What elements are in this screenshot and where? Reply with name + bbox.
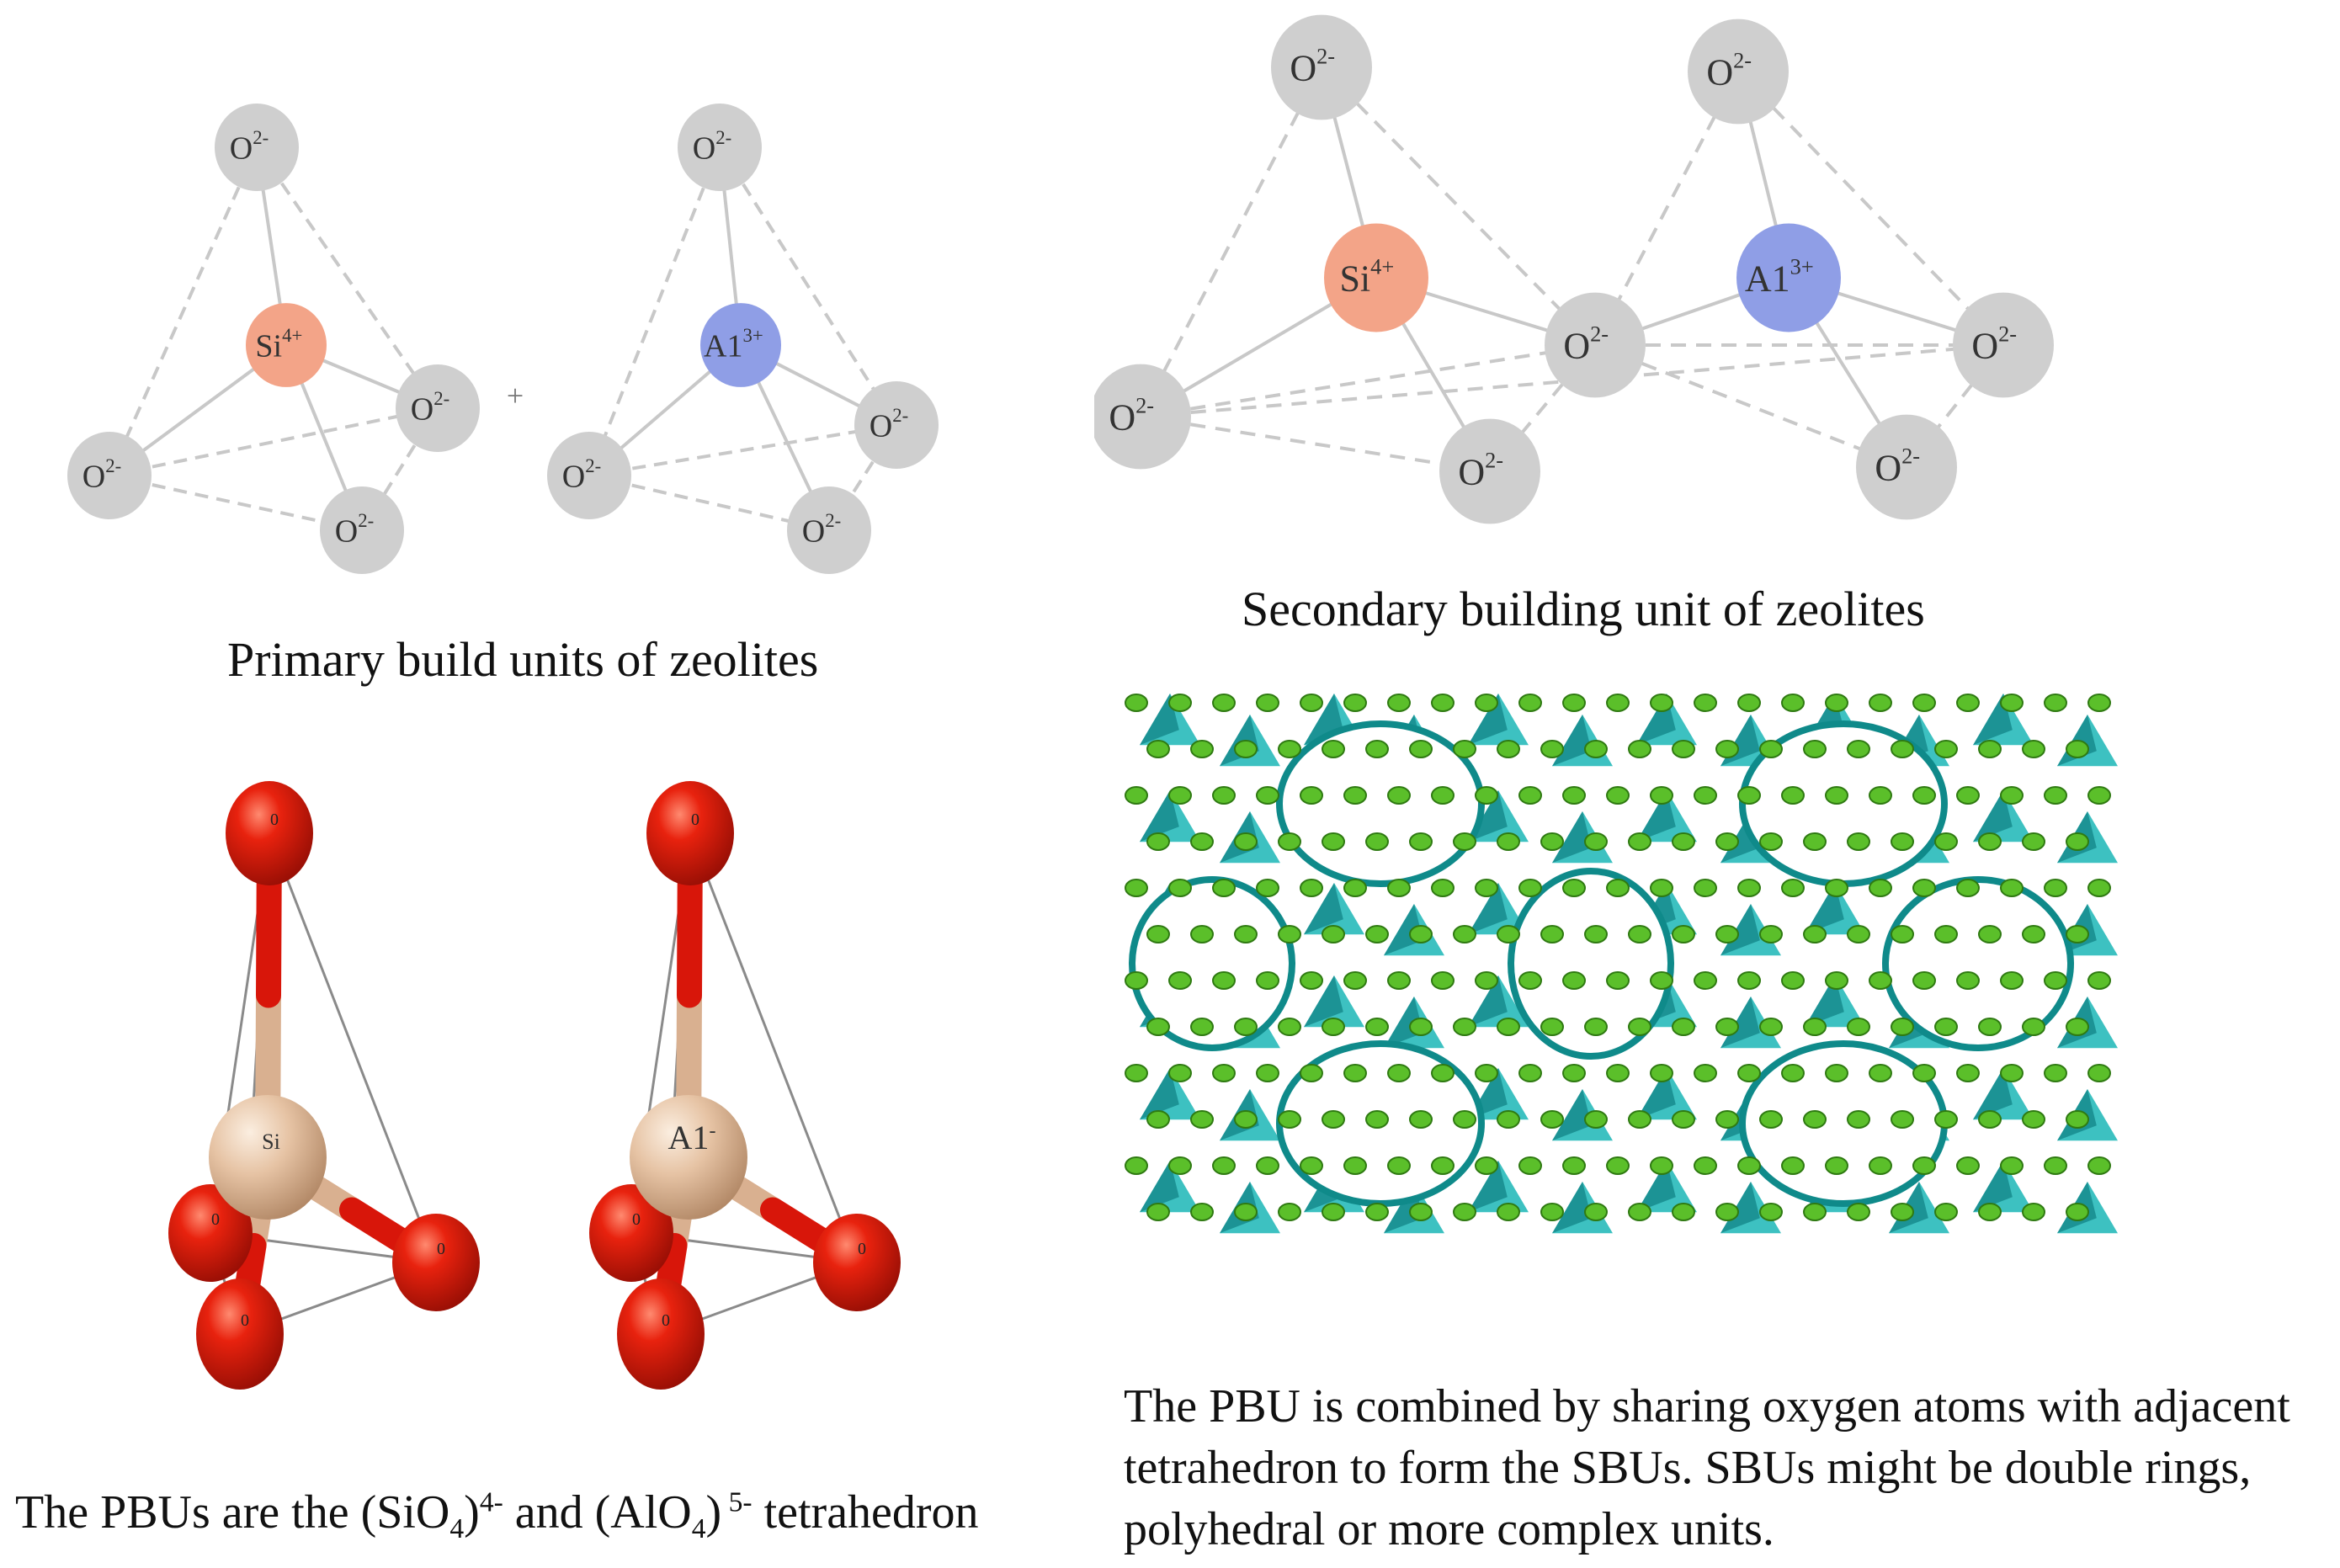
caption-secondary: Secondary building unit of zeolites: [1242, 582, 1925, 636]
oxygen-ball: 0: [646, 781, 734, 885]
oxygen-ball: 0: [589, 1184, 673, 1282]
svg-text:0: 0: [437, 1240, 445, 1258]
central-ball: Si: [209, 1095, 327, 1220]
svg-text:0: 0: [662, 1311, 670, 1330]
svg-text:O2-: O2-: [802, 510, 841, 549]
caption-sbu-line-1: The PBU is combined by sharing oxygen at…: [1124, 1380, 2290, 1432]
oxygen-atom: O2-: [854, 381, 939, 469]
oxygen-atom: O2-: [1271, 14, 1372, 120]
oxygen-atom: O2-: [320, 486, 404, 574]
silicon-atom: Si4+: [1324, 223, 1428, 332]
svg-text:O2-: O2-: [1458, 448, 1503, 493]
svg-text:O2-: O2-: [693, 127, 731, 166]
framework-lattice: [1125, 694, 2118, 1234]
svg-text:0: 0: [691, 811, 699, 829]
oxygen-atom: O2-: [67, 432, 152, 519]
oxygen-ball: 0: [226, 781, 313, 885]
oxygen-atom: O2-: [215, 104, 299, 191]
oxygen-atom: O2-: [1856, 414, 1957, 520]
silicon-atom: Si4+: [246, 303, 327, 387]
svg-text:0: 0: [632, 1210, 641, 1229]
svg-text:Si: Si: [262, 1129, 280, 1154]
caption-primary: Primary build units of zeolites: [227, 632, 819, 687]
svg-text:0: 0: [270, 811, 279, 829]
oxygen-atom: O2-: [1439, 418, 1540, 524]
oxygen-atom: O2-: [1688, 19, 1789, 125]
oxygen-atom: O2-: [787, 486, 871, 574]
svg-text:O2-: O2-: [1971, 322, 2017, 367]
svg-text:O2-: O2-: [335, 510, 374, 549]
oxygen-ball: 0: [196, 1278, 284, 1390]
oxygen-ball: 0: [392, 1214, 480, 1311]
oxygen-atom: O2-: [1953, 292, 2054, 398]
svg-text:O2-: O2-: [1109, 393, 1154, 439]
caption-pbu: The PBUs are the (SiO4)4- and (AlO4) 5- …: [15, 1486, 979, 1545]
svg-text:0: 0: [211, 1210, 220, 1229]
svg-text:Si4+: Si4+: [1339, 254, 1394, 300]
oxygen-atom: O2-: [678, 104, 762, 191]
caption-sbu-line-2: tetrahedron to form the SBUs. SBUs might…: [1124, 1441, 2252, 1494]
aluminium-atom: A13+: [1736, 223, 1841, 332]
svg-text:O2-: O2-: [411, 388, 449, 427]
svg-text:0: 0: [241, 1311, 249, 1330]
svg-text:0: 0: [858, 1240, 866, 1258]
svg-text:O2-: O2-: [82, 455, 121, 494]
oxygen-ball: 0: [617, 1278, 705, 1390]
primary-units-diagram: O2- O2- O2- O2- Si4+ O2- O2- O2- O2- A13+ +: [67, 104, 939, 574]
svg-text:A13+: A13+: [1745, 254, 1814, 300]
svg-text:Si4+: Si4+: [255, 325, 302, 364]
svg-text:A13+: A13+: [704, 325, 763, 364]
caption-sbu-line-3: polyhedral or more complex units.: [1124, 1502, 1774, 1555]
svg-text:A1-: A1-: [668, 1119, 716, 1156]
svg-text:O2-: O2-: [1563, 322, 1609, 367]
svg-text:O2-: O2-: [1706, 48, 1752, 93]
secondary-unit-diagram: O2- O2- O2- O2- O2- O2- O2- Si4+ A13+: [1094, 14, 2054, 524]
plus-sign: +: [507, 379, 524, 412]
oxygen-atom: O2-: [396, 364, 480, 452]
svg-text:O2-: O2-: [230, 127, 269, 166]
oxygen-atom: O2-: [1545, 292, 1646, 398]
zeolite-framework-diagram: [1125, 694, 2118, 1234]
caption-sbu: The PBU is combined by sharing oxygen at…: [1124, 1376, 2290, 1560]
svg-text:O2-: O2-: [562, 455, 601, 494]
svg-text:O2-: O2-: [1875, 444, 1920, 489]
oxygen-ball: 0: [813, 1214, 901, 1311]
svg-text:O2-: O2-: [1290, 44, 1335, 89]
svg-text:O2-: O2-: [870, 405, 908, 444]
oxygen-atom: O2-: [1094, 364, 1191, 470]
oxygen-ball: 0: [168, 1184, 253, 1282]
oxygen-atom: O2-: [547, 432, 631, 519]
central-ball: A1-: [630, 1095, 747, 1220]
aluminium-atom: A13+: [700, 303, 781, 387]
